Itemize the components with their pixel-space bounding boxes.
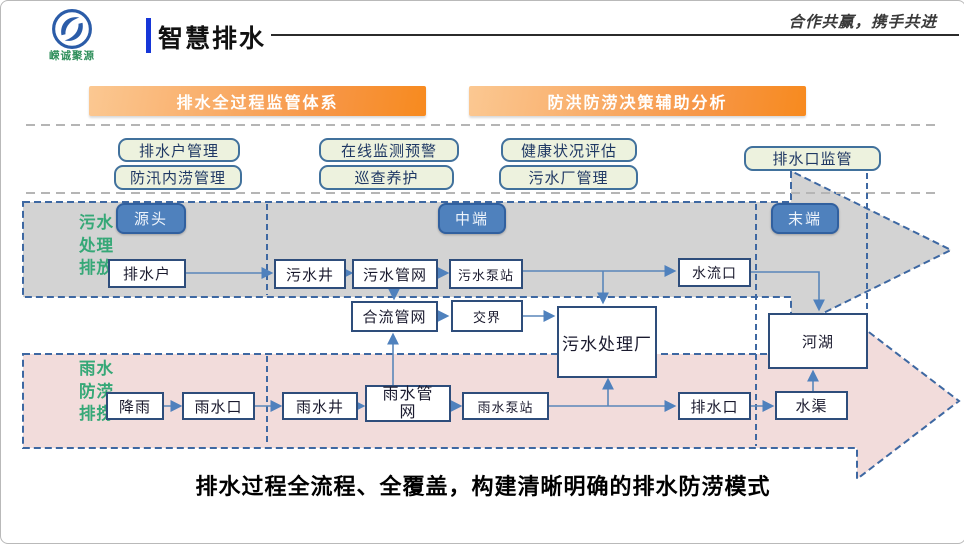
node-boundary: 交界 bbox=[451, 300, 523, 332]
node-outlet: 排水口 bbox=[678, 392, 751, 420]
stage-middle-tag: 中端 bbox=[438, 203, 506, 234]
title-accent-bar bbox=[146, 18, 151, 53]
header-divider bbox=[271, 34, 959, 36]
node-rain-well: 雨水井 bbox=[282, 392, 358, 420]
node-sewage-network: 污水管网 bbox=[352, 259, 438, 289]
rain-network-label: 雨水管网 bbox=[382, 386, 434, 421]
node-rain-pump: 雨水泵站 bbox=[462, 392, 549, 420]
module-outfall-supervision: 排水口监管 bbox=[744, 146, 881, 171]
lane-label-sewage: 污水处理排放 bbox=[79, 214, 114, 278]
lane-label-rain: 雨水防涝排捞 bbox=[79, 360, 114, 424]
module-drain-user-mgmt: 排水户管理 bbox=[118, 138, 240, 162]
node-combined-network: 合流管网 bbox=[351, 301, 438, 332]
node-sewage-plant: 污水处理厂 bbox=[557, 306, 657, 378]
node-rainfall: 降雨 bbox=[106, 392, 164, 420]
module-sewage-plant-mgmt: 污水厂管理 bbox=[499, 165, 638, 190]
module-flood-waterlogging-mgmt: 防汛内涝管理 bbox=[114, 165, 242, 190]
node-river-lake: 河湖 bbox=[768, 313, 868, 369]
slogan-text: 合作共赢，携手共进 bbox=[788, 14, 937, 31]
node-sewage-well: 污水井 bbox=[274, 259, 346, 289]
node-rain-inlet: 雨水口 bbox=[182, 392, 255, 420]
slide-caption: 排水过程全流程、全覆盖，构建清晰明确的排水防涝模式 bbox=[195, 474, 771, 499]
node-sewage-pump: 污水泵站 bbox=[449, 259, 523, 289]
node-channel: 水渠 bbox=[775, 391, 848, 420]
module-inspection-maintenance: 巡查养护 bbox=[319, 165, 454, 190]
banner-supervision-system: 排水全过程监管体系 bbox=[89, 86, 426, 116]
page-title: 智慧排水 bbox=[158, 25, 267, 53]
logo-icon bbox=[51, 8, 93, 50]
node-outfall-flow: 水流口 bbox=[678, 258, 751, 287]
conn-outfallflow-riverlake bbox=[751, 271, 825, 312]
logo-text: 嵘诚聚源 bbox=[49, 50, 95, 62]
module-online-monitoring: 在线监测预警 bbox=[319, 138, 459, 162]
sewage-lane-arrow-shape bbox=[22, 169, 954, 331]
stage-source-tag: 源头 bbox=[116, 203, 186, 234]
module-health-evaluation: 健康状况评估 bbox=[501, 138, 637, 162]
node-rain-network: 雨水管网 bbox=[365, 385, 451, 422]
node-drain-user: 排水户 bbox=[108, 259, 186, 288]
banner-flood-analysis: 防洪防涝决策辅助分析 bbox=[469, 86, 806, 116]
stage-end-tag: 末端 bbox=[771, 203, 839, 234]
